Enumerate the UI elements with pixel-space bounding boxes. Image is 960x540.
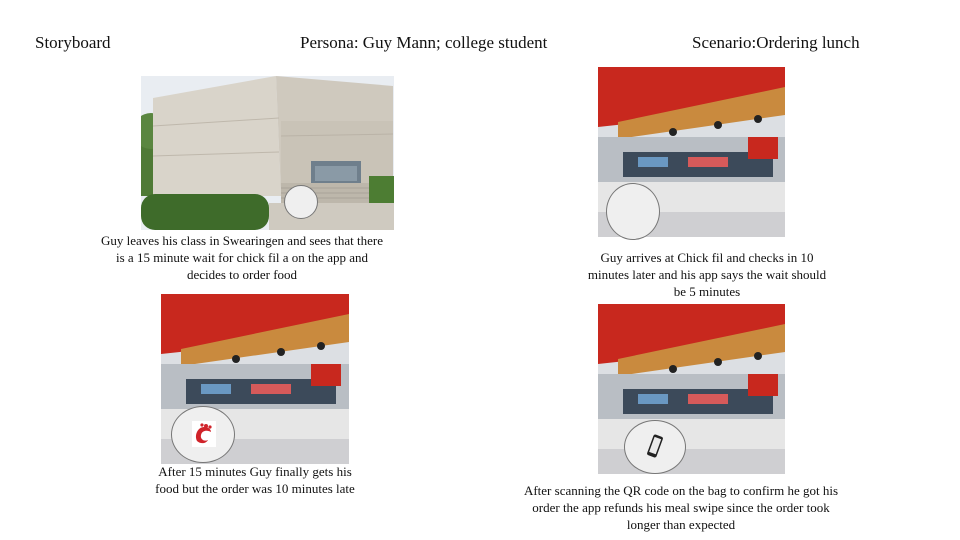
panel-2-caption: Guy arrives at Chick fil and checks in 1…: [587, 250, 827, 299]
chick-fil-a-logo-icon: [192, 421, 216, 447]
persona-label: Persona: Guy Mann; college student: [300, 33, 548, 52]
panel-1-thought-bubble: [284, 185, 318, 219]
panel-2-thought-bubble: [606, 183, 660, 240]
panel-4-thought-bubble: [624, 420, 686, 474]
storyboard-title: Storyboard: [35, 33, 111, 52]
panel-1-building-photo: [141, 76, 394, 230]
panel-3-caption: After 15 minutes Guy finally gets his fo…: [155, 464, 355, 496]
panel-3-restaurant-photo: [161, 294, 349, 464]
smartphone-icon: [647, 433, 663, 459]
panel-4-restaurant-photo: [598, 304, 785, 474]
scenario-label: Scenario:Ordering lunch: [692, 33, 860, 52]
panel-1-caption: Guy leaves his class in Swearingen and s…: [101, 233, 383, 282]
panel-4-caption: After scanning the QR code on the bag to…: [523, 483, 839, 532]
panel-3-thought-bubble: [171, 406, 235, 463]
